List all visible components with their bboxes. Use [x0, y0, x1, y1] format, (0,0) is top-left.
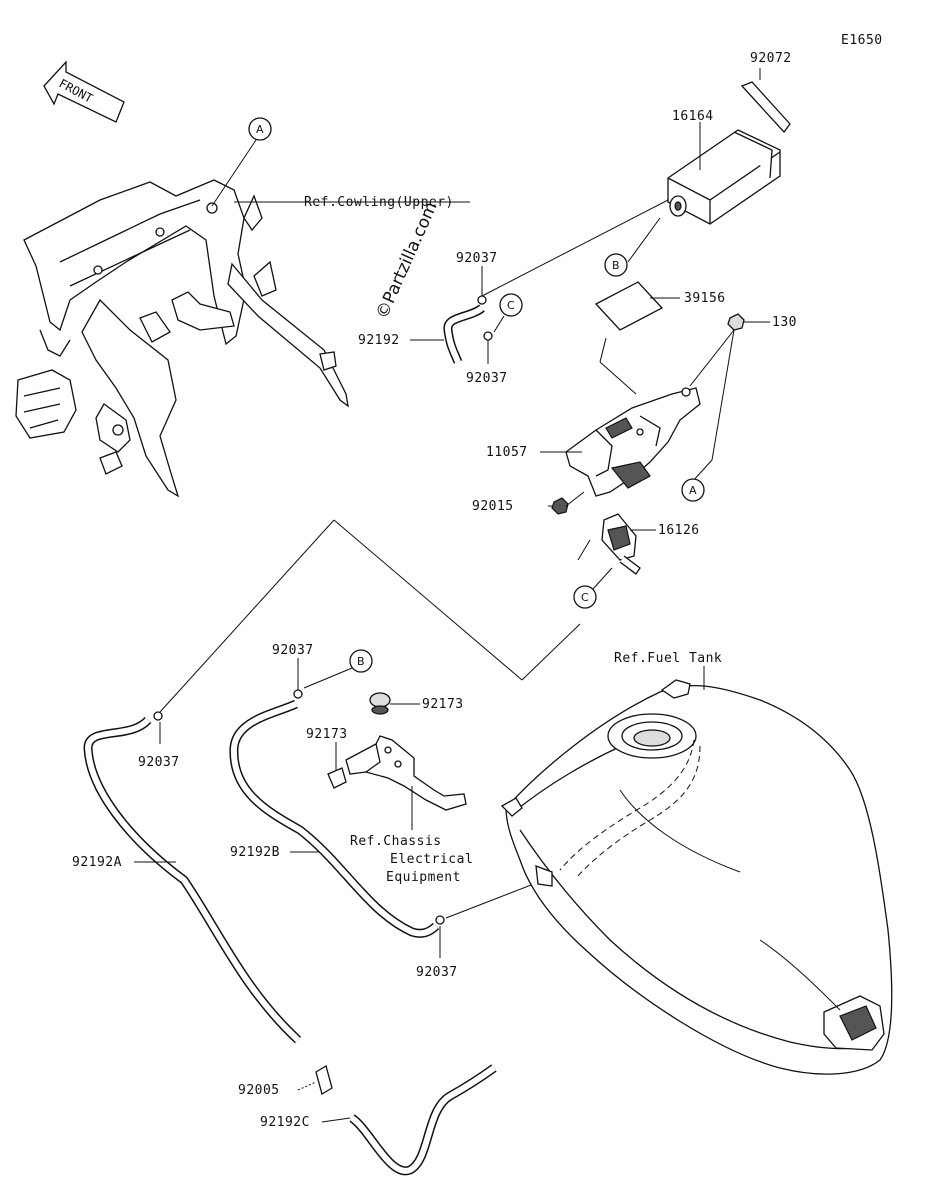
band-92072 — [740, 81, 791, 134]
callout-c-top: C — [499, 293, 523, 317]
label-16126: 16126 — [658, 523, 700, 538]
ref-fuel-tank-label: Ref.Fuel Tank — [614, 651, 722, 666]
grommet-92173-left — [327, 767, 347, 789]
ref-cowling-label: Ref.Cowling(Upper) — [304, 195, 454, 210]
label-39156: 39156 — [684, 291, 726, 306]
label-92173-left: 92173 — [306, 727, 348, 742]
hose-92192a — [83, 716, 302, 1044]
label-92037-top: 92037 — [456, 251, 498, 266]
svg-text:C: C — [581, 591, 589, 604]
grommet-92173-top — [369, 692, 391, 715]
clamp-92037-bottom — [435, 915, 445, 925]
clamp-92037-lower — [293, 689, 303, 699]
fitting-92005 — [315, 1065, 333, 1095]
label-92072: 92072 — [750, 51, 792, 66]
label-92037-lower: 92037 — [272, 643, 314, 658]
label-130: 130 — [772, 315, 797, 330]
callout-a-right: A — [681, 478, 705, 502]
ref-chassis-line1: Ref.Chassis — [350, 834, 442, 849]
label-92037-mid: 92037 — [466, 371, 508, 386]
pad-39156 — [594, 281, 664, 331]
svg-text:A: A — [689, 484, 697, 497]
label-92015: 92015 — [472, 499, 514, 514]
svg-text:B: B — [612, 259, 620, 272]
front-arrow-icon: FRONT — [43, 60, 125, 123]
callout-c-middle: C — [573, 585, 597, 609]
nut-92015 — [551, 497, 569, 515]
svg-text:A: A — [256, 123, 264, 136]
label-16164: 16164 — [672, 109, 714, 124]
clamp-92037-mid — [483, 331, 493, 341]
hose-92192 — [443, 304, 485, 364]
label-92037-bottom: 92037 — [416, 965, 458, 980]
chassis-bracket — [345, 735, 467, 811]
callout-b-lower: B — [349, 649, 373, 673]
callout-a-top: A — [248, 117, 272, 141]
frame-bracket — [15, 179, 349, 498]
diagram-code: E1650 — [841, 33, 883, 48]
label-92037-left: 92037 — [138, 755, 180, 770]
svg-text:C: C — [507, 299, 515, 312]
watermark: ©Partzilla.com — [372, 199, 441, 322]
clamp-92037-left — [153, 711, 163, 721]
hose-92192c — [349, 1064, 497, 1176]
ref-chassis-line3: Equipment — [386, 870, 461, 885]
valve-16126 — [601, 513, 641, 575]
clamp-92037-top — [477, 295, 487, 305]
label-92192c: 92192C — [260, 1115, 310, 1130]
label-11057: 11057 — [486, 445, 528, 460]
label-92005: 92005 — [238, 1083, 280, 1098]
label-92173-top: 92173 — [422, 697, 464, 712]
bracket-11057 — [565, 387, 701, 497]
ref-chassis-line2: Electrical — [390, 852, 473, 867]
label-92192: 92192 — [358, 333, 400, 348]
nut-130 — [727, 313, 745, 331]
svg-text:B: B — [357, 655, 365, 668]
hose-92192b — [229, 699, 440, 938]
label-92192b: 92192B — [230, 845, 280, 860]
callout-b-top: B — [604, 253, 628, 277]
label-92192a: 92192A — [72, 855, 122, 870]
canister — [667, 129, 781, 225]
fuel-tank — [500, 679, 893, 1075]
